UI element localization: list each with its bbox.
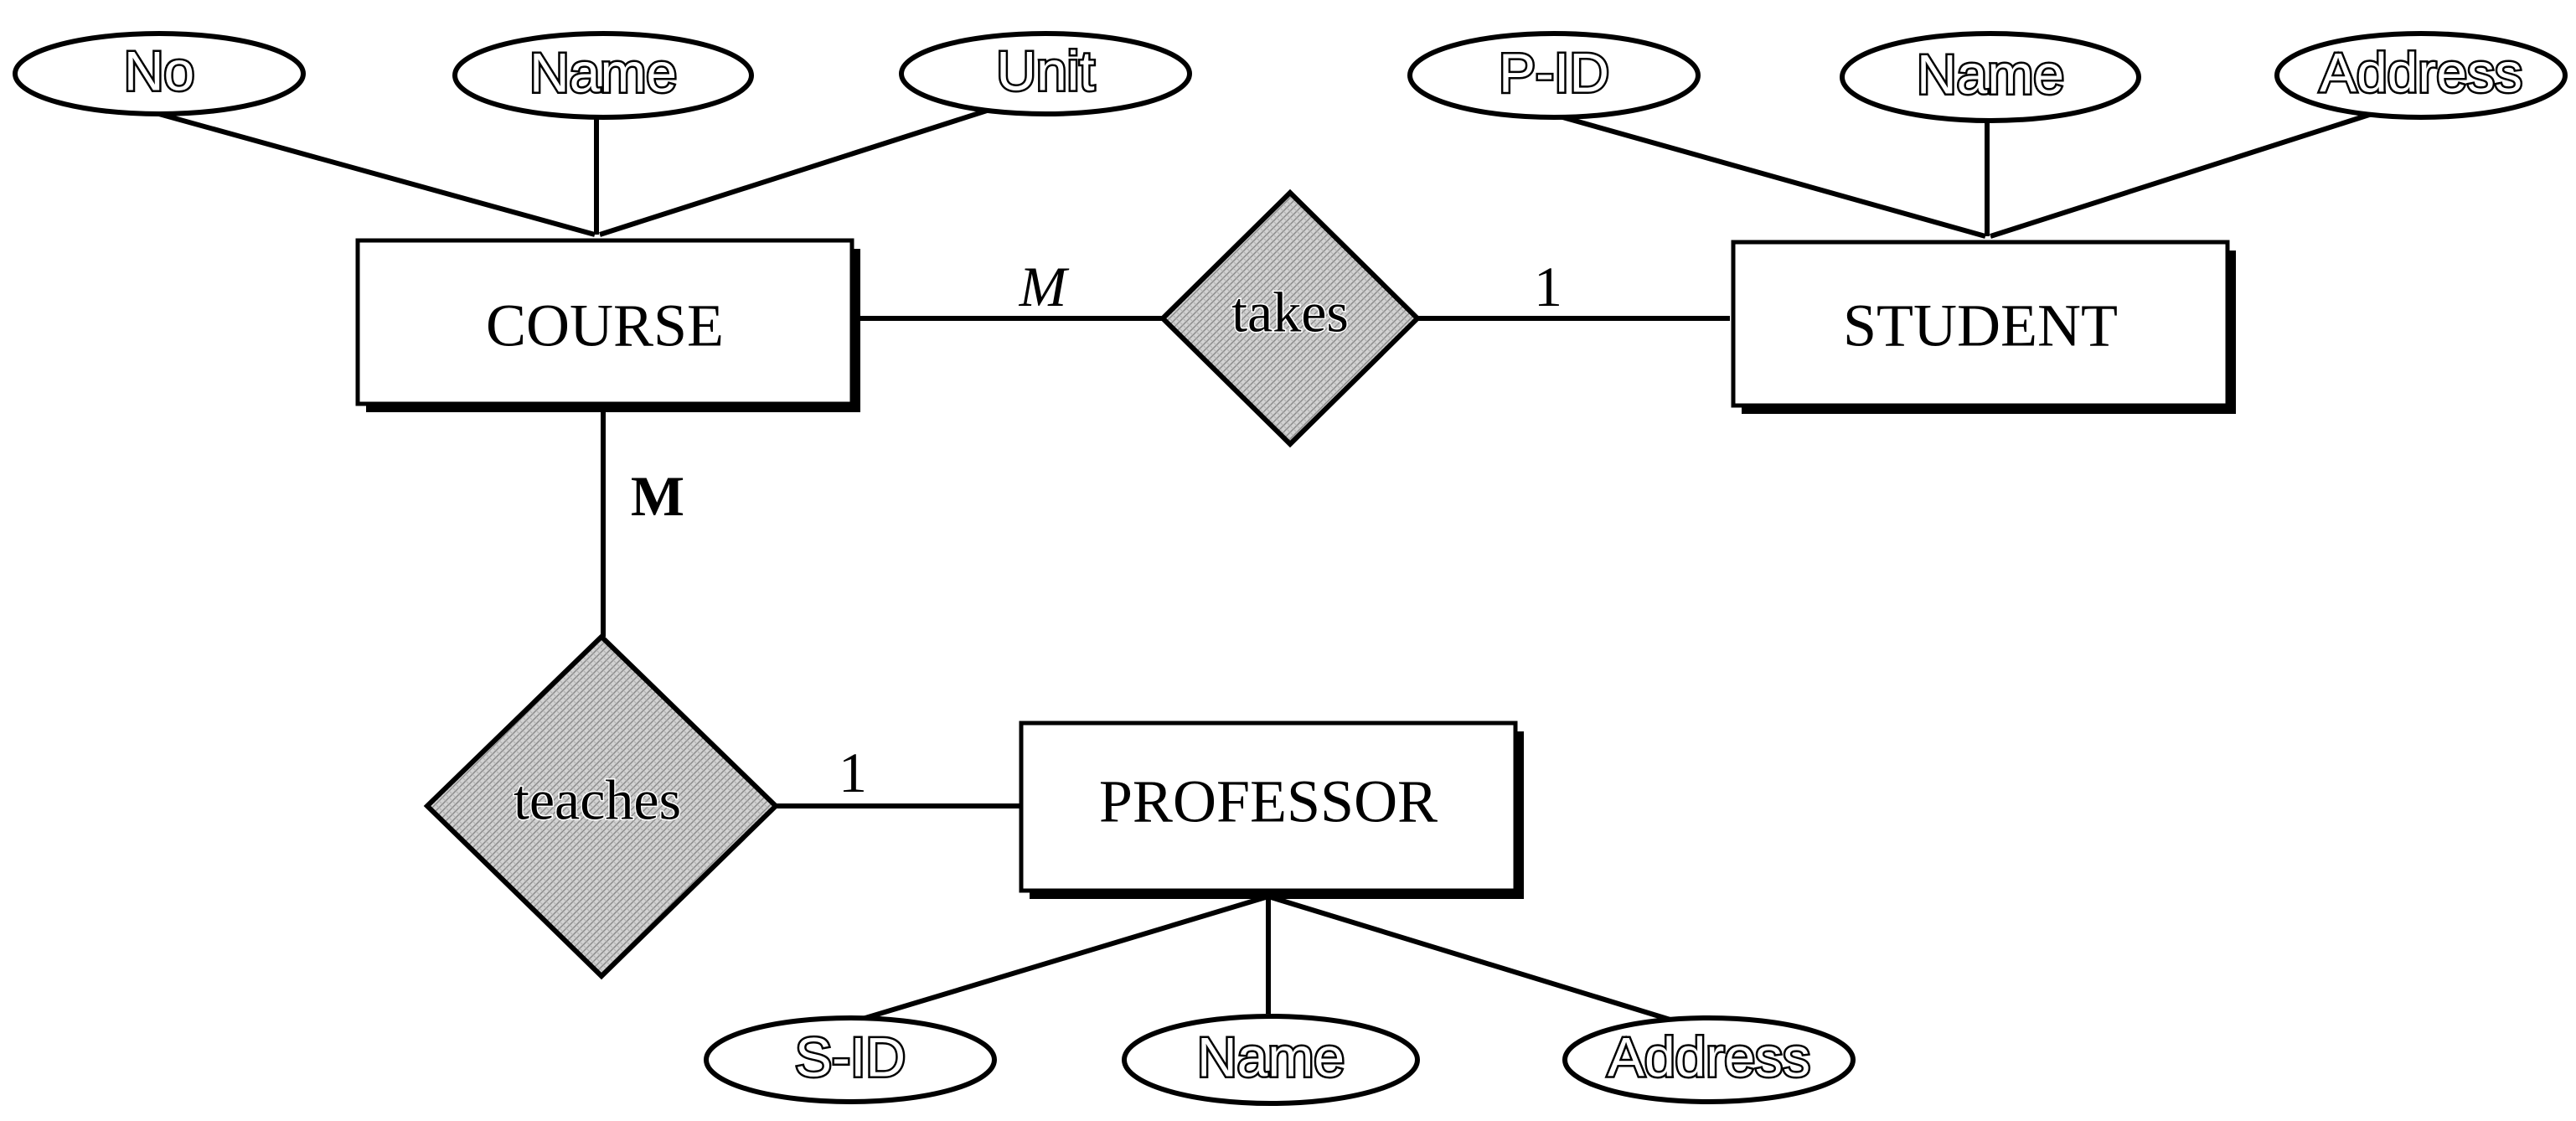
cardinality-teaches-course: M [631,464,684,528]
line-student-address [1990,106,2388,239]
entity-professor-label: PROFESSOR [1099,768,1438,835]
attribute-course-no-label: No [124,39,194,101]
attribute-student-pid-label: P-ID [1499,41,1609,103]
line-course-no [125,102,596,237]
cardinality-teaches-professor: 1 [839,741,867,804]
entity-course-label: COURSE [486,292,724,359]
attribute-professor-sid: S-ID [704,1015,997,1104]
entity-professor: PROFESSOR [1019,721,1524,899]
relationship-teaches-label: teaches [514,768,681,832]
attribute-student-address: Address [2274,31,2568,120]
attribute-course-unit: Unit [899,31,1192,116]
attribute-student-pid: P-ID [1407,31,1701,120]
connector-lines [125,102,2388,1029]
attribute-student-name: Name [1840,31,2141,123]
line-student-pid [1532,106,1986,239]
attribute-student-address-label: Address [2320,41,2522,103]
attribute-course-unit-label: Unit [996,39,1094,101]
attribute-professor-address-label: Address [1608,1025,1810,1087]
attribute-course-no: No [13,31,306,116]
attribute-professor-name: Name [1122,1014,1420,1106]
attribute-professor-name-label: Name [1197,1025,1345,1087]
entity-course: COURSE [355,238,860,412]
entity-student-label: STUDENT [1843,292,2118,359]
relationship-takes-label: takes [1231,281,1349,344]
line-professor-address [1267,894,1685,1026]
cardinality-takes-course: M [1019,255,1070,318]
attribute-professor-address: Address [1562,1015,1856,1104]
entity-student: STUDENT [1731,240,2236,414]
line-professor-sid [837,894,1269,1029]
attribute-professor-sid-label: S-ID [795,1025,906,1087]
relationship-teaches: teaches [423,633,780,980]
cardinality-takes-student: 1 [1534,255,1562,318]
line-course-unit [599,102,1006,237]
attribute-course-name: Name [452,31,754,120]
relationship-takes: takes [1159,189,1422,448]
attribute-course-name-label: Name [529,41,677,103]
attribute-student-name-label: Name [1917,43,2064,105]
